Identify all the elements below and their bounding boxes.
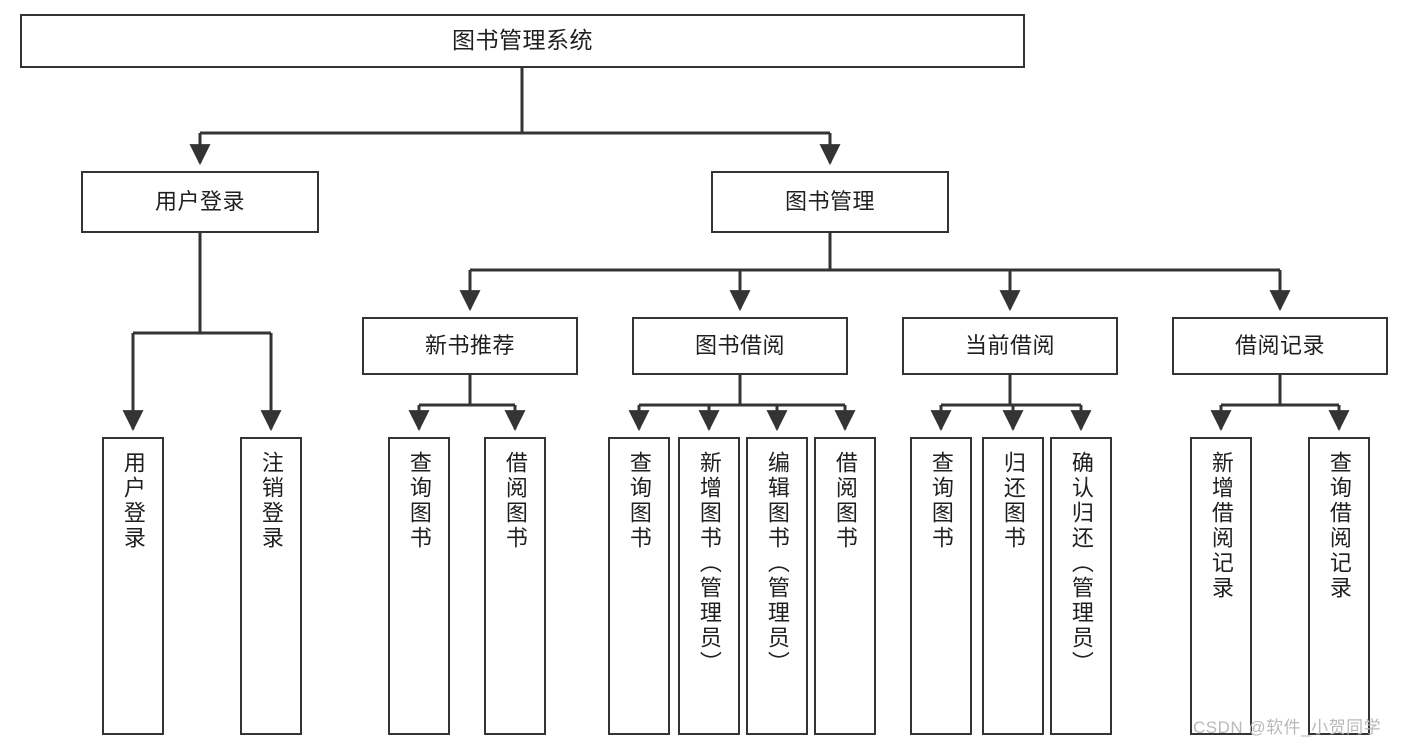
node-leaf-logout[interactable]: 注销登录 <box>240 437 302 735</box>
node-user-login[interactable]: 用户登录 <box>81 171 319 233</box>
csdn-watermark: CSDN @软件_小贺同学 <box>1193 718 1382 737</box>
node-leaf-query-book-3[interactable]: 查询图书 <box>910 437 972 735</box>
node-book-borrow-label: 图书借阅 <box>694 333 785 359</box>
node-leaf-query-record[interactable]: 查询借阅记录 <box>1308 437 1370 735</box>
node-leaf-return-book-label: 归还图书 <box>1000 451 1026 551</box>
node-book-manage[interactable]: 图书管理 <box>711 171 949 233</box>
node-leaf-borrow-book-1[interactable]: 借阅图书 <box>484 437 546 735</box>
node-current-borrow[interactable]: 当前借阅 <box>902 317 1118 375</box>
node-leaf-query-book-1-label: 查询图书 <box>406 451 432 551</box>
node-leaf-edit-book[interactable]: 编辑图书（管理员） <box>746 437 808 735</box>
node-leaf-logout-label: 注销登录 <box>258 451 284 551</box>
node-leaf-add-book-label: 新增图书（管理员） <box>696 451 722 676</box>
node-leaf-borrow-book-2[interactable]: 借阅图书 <box>814 437 876 735</box>
node-leaf-borrow-book-2-label: 借阅图书 <box>832 451 858 551</box>
node-leaf-return-book[interactable]: 归还图书 <box>982 437 1044 735</box>
node-user-login-label: 用户登录 <box>154 189 245 215</box>
node-leaf-edit-book-label: 编辑图书（管理员） <box>764 451 790 676</box>
node-leaf-add-record-label: 新增借阅记录 <box>1208 451 1234 601</box>
node-leaf-query-book-1[interactable]: 查询图书 <box>388 437 450 735</box>
node-borrow-record[interactable]: 借阅记录 <box>1172 317 1388 375</box>
node-root-label: 图书管理系统 <box>452 27 593 54</box>
node-leaf-query-record-label: 查询借阅记录 <box>1326 451 1352 601</box>
node-new-book-recommend-label: 新书推荐 <box>424 333 515 359</box>
node-leaf-confirm-return[interactable]: 确认归还（管理员） <box>1050 437 1112 735</box>
node-leaf-confirm-return-label: 确认归还（管理员） <box>1068 451 1094 676</box>
node-current-borrow-label: 当前借阅 <box>964 333 1055 359</box>
node-book-manage-label: 图书管理 <box>784 189 875 215</box>
node-leaf-add-record[interactable]: 新增借阅记录 <box>1190 437 1252 735</box>
node-leaf-user-login-label: 用户登录 <box>120 451 146 551</box>
node-leaf-add-book[interactable]: 新增图书（管理员） <box>678 437 740 735</box>
node-book-borrow[interactable]: 图书借阅 <box>632 317 848 375</box>
node-new-book-recommend[interactable]: 新书推荐 <box>362 317 578 375</box>
node-leaf-borrow-book-1-label: 借阅图书 <box>502 451 528 551</box>
node-leaf-user-login[interactable]: 用户登录 <box>102 437 164 735</box>
node-borrow-record-label: 借阅记录 <box>1234 333 1325 359</box>
node-leaf-query-book-2[interactable]: 查询图书 <box>608 437 670 735</box>
node-leaf-query-book-2-label: 查询图书 <box>626 451 652 551</box>
node-root[interactable]: 图书管理系统 <box>20 14 1025 68</box>
node-leaf-query-book-3-label: 查询图书 <box>928 451 954 551</box>
